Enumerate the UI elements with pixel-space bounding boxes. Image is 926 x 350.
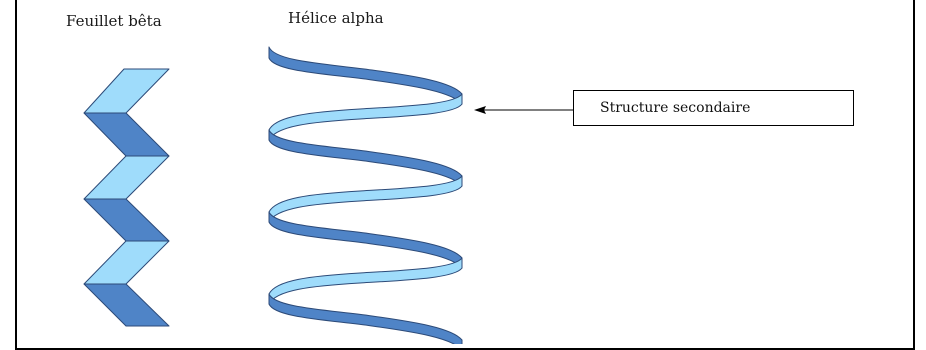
beta-strand-1	[83, 68, 170, 114]
helix-segment-7	[268, 293, 463, 344]
beta-strand-3	[83, 155, 170, 200]
beta-strand-6	[83, 283, 170, 327]
helix-segment-2	[268, 93, 463, 141]
beta-strand-5	[83, 240, 170, 285]
helix-segment-6	[268, 257, 463, 305]
beta-strand-2	[83, 112, 170, 157]
secondary-structure-label: Structure secondaire	[573, 90, 854, 126]
alpha-helix-title: Hélice alpha	[288, 9, 384, 27]
beta-sheet	[83, 68, 170, 327]
beta-sheet-title: Feuillet bêta	[66, 12, 162, 30]
alpha-helix	[268, 46, 463, 344]
beta-strand-4	[83, 198, 170, 242]
helix-segment-4	[268, 175, 463, 223]
helix-segment-1	[268, 46, 463, 105]
helix-segment-5	[268, 211, 463, 269]
pointer-arrow	[474, 106, 573, 114]
helix-segment-3	[268, 129, 463, 187]
arrow-head-icon	[474, 106, 486, 114]
